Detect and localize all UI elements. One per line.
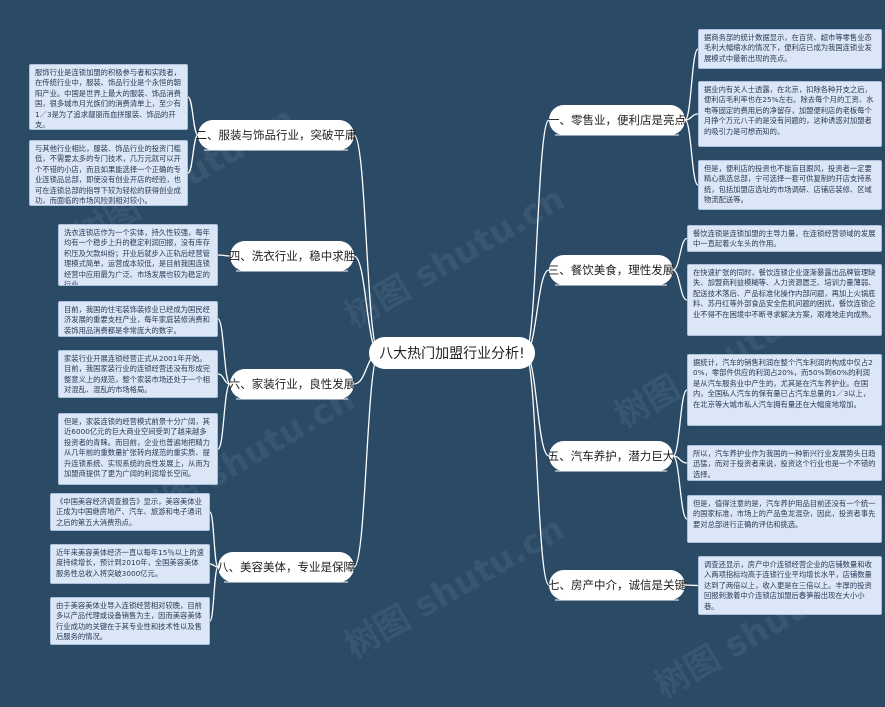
leaf-catering-2[interactable]: 在快速扩张的同时，餐饮连锁企业逐渐暴露出品牌管理缺失、加盟商利益模糊等、人力资源…: [687, 264, 882, 336]
branch-auto-care[interactable]: 五、汽车养护，潜力巨大: [548, 441, 674, 471]
link-branch-leaf-15: [209, 511, 219, 568]
leaf-real-estate-1[interactable]: 调查还显示，房产中介连锁经营企业的店铺数量和收入两项指标均高于连锁行业平均增长水…: [698, 556, 882, 615]
link-branch-leaf-3: [187, 96, 199, 136]
link-branch-leaf-4: [187, 134, 199, 174]
branch-apparel[interactable]: 二、服装与饰品行业，突破平庸: [196, 120, 357, 150]
leaf-retail-1[interactable]: 据商务部的统计数据显示，在百货、超市等零售业态毛利大幅缩水的情况下，便利店已成为…: [698, 29, 882, 69]
link-branch-leaf-14: [684, 584, 699, 587]
link-branch-leaf-7: [217, 254, 231, 257]
leaf-apparel-1[interactable]: 服饰行业是连锁加盟的积极参与者和实践者，在传统行业中，服装、饰品行业是个永恒的朝…: [29, 64, 188, 130]
leaf-home-decor-2[interactable]: 家装行业开展连锁经营正式从2001年开始。目前，我国家装行业的连锁经营还没有形成…: [58, 350, 218, 398]
link-center-branch-1: [353, 134, 380, 354]
leaf-auto-care-3[interactable]: 但是，值得注意的是，汽车养护用品目前还没有一个统一的国家标准，市场上的产品鱼龙混…: [687, 495, 882, 543]
leaf-retail-3[interactable]: 但是，便利店的投资也不能盲目跟风，投资者一定要精心挑选总部，宁可选择一套可供复制…: [698, 160, 882, 210]
link-branch-leaf-12: [217, 373, 231, 385]
link-center-branch-0: [524, 119, 550, 354]
link-center-branch-6: [524, 352, 550, 586]
central-topic[interactable]: 八大热门加盟行业分析!: [369, 337, 535, 369]
link-branch-leaf-17: [209, 566, 219, 622]
link-center-branch-7: [353, 352, 380, 568]
leaf-auto-care-1[interactable]: 据统计，汽车的销售利润在整个汽车利润的构成中仅占20%，零部件供应的利润占20%…: [687, 354, 882, 426]
branch-laundry[interactable]: 四、洗衣行业，稳中求胜: [229, 241, 355, 271]
link-branch-leaf-5: [672, 237, 688, 271]
link-branch-leaf-11: [217, 318, 231, 385]
link-branch-leaf-8: [672, 389, 688, 457]
link-branch-leaf-2: [684, 119, 699, 186]
link-branch-leaf-13: [217, 383, 231, 450]
branch-catering[interactable]: 三、餐饮美食，理性发展: [548, 255, 674, 285]
branch-beauty[interactable]: 八、美容美体，专业是保障: [217, 552, 355, 582]
leaf-laundry-1[interactable]: 洗衣连锁店作为一个实体，持久性较强，每年均有一个稳步上升的稳定利润回报，没有库存…: [58, 224, 218, 286]
leaf-home-decor-3[interactable]: 但是，家装连锁的经营模式前景十分广阔，其近6000亿元的巨大商业空间受到了越来越…: [58, 413, 218, 485]
link-center-branch-4: [524, 352, 550, 457]
leaf-beauty-2[interactable]: 近年来美容美体经济一直以每年15％以上的速度持续增长，预计到2010年，全国美容…: [50, 544, 210, 584]
link-branch-leaf-0: [684, 48, 699, 121]
link-center-branch-3: [353, 255, 380, 354]
link-branch-leaf-1: [684, 113, 699, 121]
leaf-retail-2[interactable]: 据业内有关人士透露，在北京，扣除各种开支之后，便利店毛利率也在25%左右。除去每…: [698, 81, 882, 147]
branch-home-decor[interactable]: 六、家装行业，良性发展: [229, 369, 355, 399]
branch-retail[interactable]: 一、零售业，便利店是亮点: [548, 105, 686, 135]
leaf-beauty-3[interactable]: 由于美容美体业导入连锁经营相对较晚，目前多以产品代理或设备销售为主，因而美容美体…: [50, 597, 210, 645]
leaf-catering-1[interactable]: 餐饮连锁是连锁加盟的主导力量，在连锁经营领域的发展中一直起着火车头的作用。: [687, 225, 882, 252]
branch-real-estate[interactable]: 七、房产中介，诚信是关键: [548, 570, 686, 600]
leaf-apparel-2[interactable]: 与其他行业相比，服装、饰品行业的投资门槛低，不需要太多的专门技术，几万元就可以开…: [29, 140, 188, 206]
link-branch-leaf-10: [672, 455, 688, 520]
link-branch-leaf-6: [672, 269, 688, 301]
leaf-beauty-1[interactable]: 《中国美容经济调查报告》显示，美容美体业正成为中国继房地产、汽车、旅游和电子通讯…: [50, 493, 210, 531]
leaf-home-decor-1[interactable]: 目前，我国的住宅装饰装修业已经成为国民经济发展的重要支柱产业，每年家庭装修消费和…: [58, 301, 218, 337]
leaf-auto-care-2[interactable]: 所以，汽车养护业作为我国的一种新兴行业发展势头日趋迅猛，而对于投资者来说，投资这…: [687, 445, 882, 481]
